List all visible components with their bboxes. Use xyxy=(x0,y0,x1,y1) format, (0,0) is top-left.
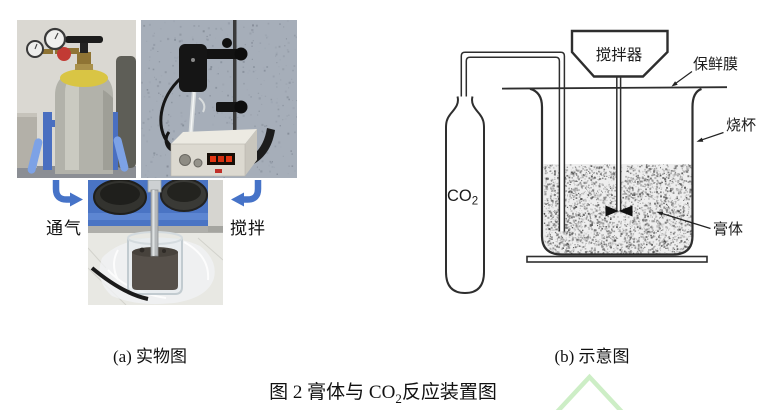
curved-arrow-down-right-icon xyxy=(52,180,83,207)
clamps xyxy=(203,38,248,114)
beaker-outline xyxy=(529,87,702,256)
regulator-knob xyxy=(57,47,71,61)
stand-base-arm xyxy=(235,128,275,170)
paste-label-group: 膏体 xyxy=(656,211,743,238)
stirrer-label: 搅拌器 xyxy=(596,46,643,64)
stand-rod xyxy=(233,20,237,162)
paste-label: 膏体 xyxy=(713,221,743,238)
arrow-label-stirring: 搅拌 xyxy=(230,219,266,238)
paste-in-beaker xyxy=(132,252,178,290)
stirrer-shaft xyxy=(616,76,622,211)
stirrer-shaft xyxy=(147,180,162,257)
curved-arrow-down-left-icon xyxy=(231,180,262,207)
caption-panel-a: (a) 实物图 xyxy=(112,347,188,366)
beaker-label: 烧杯 xyxy=(726,117,756,134)
base-plate xyxy=(526,255,708,263)
cling-film-line xyxy=(501,86,728,90)
propeller xyxy=(605,205,633,217)
film-label: 保鲜膜 xyxy=(693,56,738,73)
stirrer-motor-unit xyxy=(179,44,207,92)
red-button xyxy=(215,169,222,173)
film-label-group: 保鲜膜 xyxy=(671,56,738,87)
controller-box xyxy=(170,129,257,177)
stirrer-motor: 搅拌器 xyxy=(570,29,669,78)
co2-label: CO2 xyxy=(447,187,478,208)
beaker-label-group: 烧杯 xyxy=(696,117,756,142)
green-chevron-watermark xyxy=(555,373,624,410)
glass-beaker xyxy=(127,231,183,295)
control-knob xyxy=(179,154,191,166)
gas-cylinder-body xyxy=(55,68,113,174)
photo-overhead-stirrer xyxy=(141,20,297,178)
valve-and-gauges xyxy=(26,27,103,70)
control-knob xyxy=(193,158,203,168)
photo-gas-cylinder xyxy=(17,20,136,178)
figure-caption: 图 2 膏体与 CO2反应装置图 xyxy=(269,382,497,406)
arrow-label-aeration: 通气 xyxy=(46,219,82,238)
gas-tube xyxy=(460,51,566,232)
schematic-diagram: 搅拌器 CO2 保鲜膜 烧杯 膏体 xyxy=(445,29,756,295)
caption-panel-b: (b) 示意图 xyxy=(554,347,630,366)
photo-beaker-stirring xyxy=(88,180,223,305)
co2-cylinder: CO2 xyxy=(445,96,485,295)
cable-on-bench xyxy=(90,266,149,301)
